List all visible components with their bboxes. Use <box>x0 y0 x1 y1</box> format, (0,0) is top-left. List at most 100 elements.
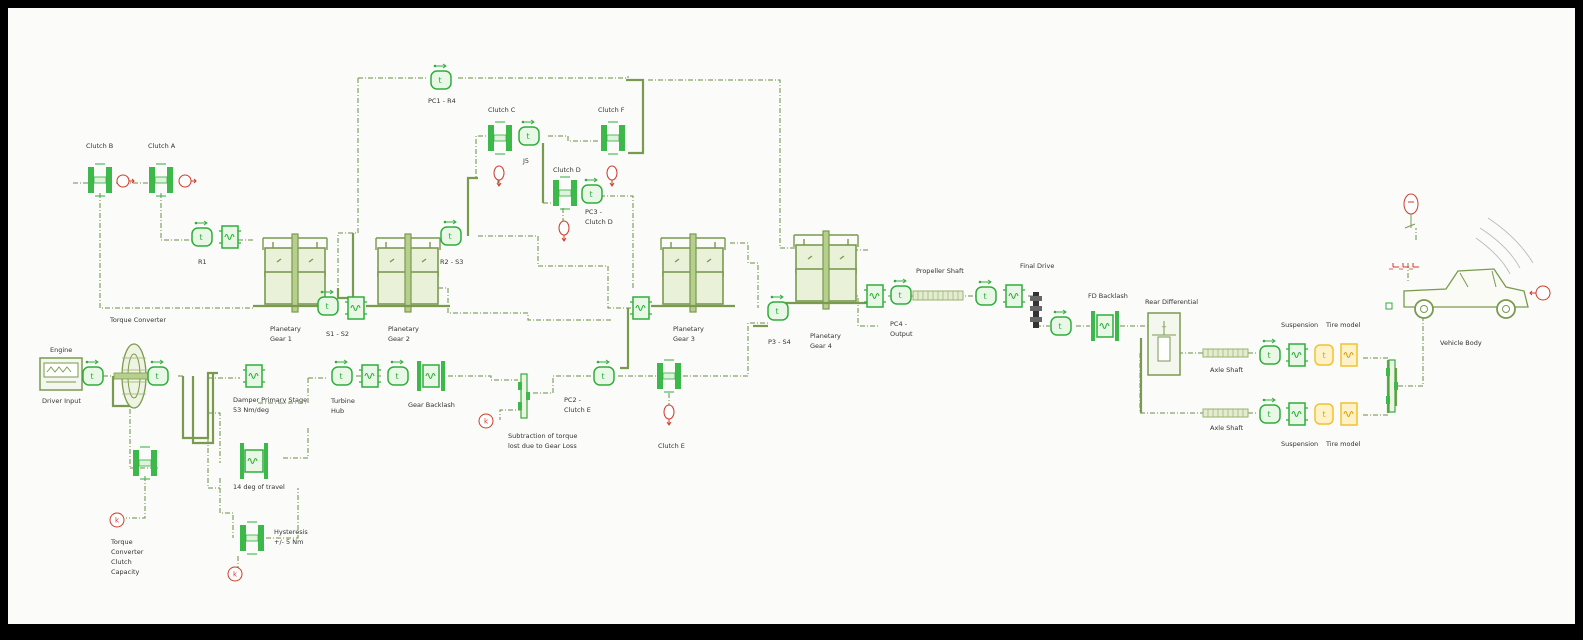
pg2-label-2: Gear 2 <box>388 335 410 343</box>
clutch-d-actuator-icon[interactable] <box>559 221 569 241</box>
vehicle-body-label: Vehicle Body <box>1440 339 1482 347</box>
hysteresis-clutch-icon[interactable] <box>240 522 264 554</box>
pc2-clutch-e-inertia-icon[interactable] <box>594 360 614 385</box>
gear-loss-label-1: Subtraction of torque <box>508 432 577 440</box>
fd-backlash-label: FD Backlash <box>1088 292 1128 300</box>
axle-shaft-1-icon[interactable] <box>1203 349 1248 357</box>
final-drive-spring-icon[interactable] <box>1003 285 1025 307</box>
clutch-a-icon[interactable] <box>149 164 173 196</box>
r2-s3-label: R2 - S3 <box>440 258 463 266</box>
tc-clutch-capacity-source-icon[interactable] <box>110 513 124 527</box>
p3-s4-inertia-icon[interactable] <box>768 295 788 320</box>
hysteresis-source-icon[interactable] <box>228 567 242 581</box>
r1-spring-icon[interactable] <box>219 226 241 248</box>
vehicle-body-icon[interactable] <box>1386 269 1528 318</box>
clutch-e-bottom-label: Clutch E <box>658 442 685 450</box>
gear-backlash-icon[interactable] <box>417 361 445 391</box>
j5-inertia-icon[interactable] <box>519 120 539 145</box>
torque-converter-label: Torque Converter <box>109 316 166 324</box>
tire-model-2-label: Tire model <box>1325 440 1361 448</box>
clutch-c-icon[interactable] <box>488 122 512 154</box>
r1-inertia-icon[interactable] <box>192 221 212 246</box>
clutch-f-actuator-icon[interactable] <box>607 166 617 186</box>
pg4-label-2: Gear 4 <box>810 342 832 350</box>
tc-clutch-capacity-label-3: Clutch <box>111 558 132 566</box>
pg4-label-1: Planetary <box>810 332 841 340</box>
road-grade-icon[interactable] <box>1389 263 1419 269</box>
planetary-gear-4-icon[interactable] <box>784 231 868 309</box>
tc-clutch-icon[interactable] <box>133 447 157 479</box>
tire-model-1-spring-icon[interactable] <box>1341 344 1357 366</box>
pc4-spring-icon[interactable] <box>864 285 886 307</box>
gear-backlash-inertia-icon[interactable] <box>388 360 408 385</box>
pg2-label-1: Planetary <box>388 325 419 333</box>
clutch-f-label: Clutch F <box>598 106 625 114</box>
tire-model-2-spring-icon[interactable] <box>1341 403 1357 425</box>
planetary-gear-2-icon[interactable] <box>366 234 450 312</box>
tire-model-1-inertia-icon[interactable] <box>1315 345 1333 365</box>
pc1-r4-label: PC1 - R4 <box>428 97 456 105</box>
pc4-label-1: PC4 - <box>890 320 908 328</box>
pg3-label-1: Planetary <box>673 325 704 333</box>
turbine-hub-spring-icon[interactable] <box>359 365 381 387</box>
clutch-d-icon[interactable] <box>553 177 577 209</box>
pc3-label-2: Clutch D <box>585 218 613 226</box>
damper-primary-label-1: Damper Primary Stage <box>233 396 307 404</box>
pc2-label-2: Clutch E <box>564 406 591 414</box>
gear-loss-subtraction-icon[interactable] <box>518 374 530 418</box>
tire-model-2-inertia-icon[interactable] <box>1315 404 1333 424</box>
propeller-shaft-icon[interactable] <box>913 291 963 300</box>
final-drive-inertia-icon[interactable] <box>976 280 996 305</box>
pg3-spring-icon[interactable] <box>630 297 652 319</box>
turbine-hub-inertia-icon[interactable] <box>332 360 352 385</box>
axle-shaft-2-icon[interactable] <box>1203 409 1248 417</box>
tire-model-1-label: Tire model <box>1325 321 1361 329</box>
r2-s3-inertia-icon[interactable] <box>441 220 461 245</box>
engine-block[interactable] <box>40 358 82 390</box>
turbine-inertia-icon[interactable] <box>148 360 168 385</box>
suspension-2-inertia-icon[interactable] <box>1260 398 1280 423</box>
final-drive-label: Final Drive <box>1020 262 1054 270</box>
axle-shaft-2-label: Axle Shaft <box>1210 424 1244 432</box>
s1-s2-spring-icon[interactable] <box>345 297 367 319</box>
pc4-output-inertia-icon[interactable] <box>891 279 911 304</box>
pc3-inertia-icon[interactable] <box>582 178 602 203</box>
clutch-b-icon[interactable] <box>88 164 112 196</box>
clutch-c-actuator-icon[interactable] <box>494 166 504 186</box>
suspension-1-inertia-icon[interactable] <box>1260 339 1280 364</box>
fd-inertia-icon[interactable] <box>1051 310 1071 335</box>
j5-label: J5 <box>522 157 529 165</box>
clutch-e-actuator-icon[interactable] <box>664 405 674 425</box>
rear-differential-label: Rear Differential <box>1145 298 1198 306</box>
svg-text:+: + <box>1161 323 1167 331</box>
pc1-r4-inertia-icon[interactable] <box>431 64 451 89</box>
propeller-shaft-label: Propeller Shaft <box>916 267 964 275</box>
planetary-gear-3-icon[interactable] <box>651 234 735 312</box>
damper-primary-stage-icon[interactable] <box>243 365 265 387</box>
labels: Engine Driver Input Torque Converter Tor… <box>42 97 1482 576</box>
clutch-b-actuator-icon[interactable] <box>117 175 134 187</box>
road-grade-source-icon[interactable] <box>1404 194 1418 228</box>
final-drive-gear-icon[interactable] <box>1030 292 1042 328</box>
clutch-f-icon[interactable] <box>601 122 625 154</box>
clutch-b-label: Clutch B <box>86 142 113 150</box>
driveline-diagram: t k t <box>8 8 1583 640</box>
hysteresis-label-2: +/- 5 Nm <box>274 538 303 546</box>
axle-shaft-1-label: Axle Shaft <box>1210 366 1244 374</box>
engine-inertia-icon[interactable] <box>83 360 103 385</box>
gear-loss-source-icon[interactable] <box>479 414 493 428</box>
clutch-a-actuator-icon[interactable] <box>179 175 196 187</box>
pg1-label-1: Planetary <box>270 325 301 333</box>
clutch-e-bottom-icon[interactable] <box>657 360 681 392</box>
fd-backlash-icon[interactable] <box>1091 311 1119 341</box>
damper-travel-icon[interactable] <box>240 443 268 479</box>
tc-clutch-capacity-label-1: Torque <box>110 538 133 546</box>
suspension-2-spring-icon[interactable] <box>1286 403 1308 425</box>
turbine-hub-label-2: Hub <box>331 407 344 415</box>
suspension-1-spring-icon[interactable] <box>1286 344 1308 366</box>
p3-s4-label: P3 - S4 <box>768 338 791 346</box>
damper-primary-label-2: 53 Nm/deg <box>233 406 269 414</box>
s1-s2-label: S1 - S2 <box>326 330 349 338</box>
rear-differential-icon[interactable]: + <box>1148 313 1180 375</box>
